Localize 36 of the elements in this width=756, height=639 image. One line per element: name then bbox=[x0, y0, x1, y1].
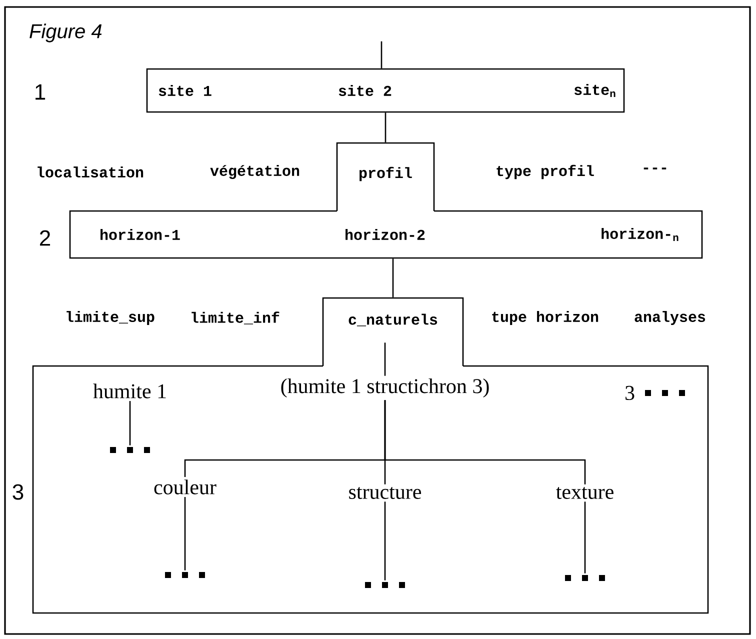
attribute-label: localisation bbox=[38, 166, 144, 178]
attribute-label: végétation bbox=[210, 164, 300, 180]
horizon-box: horizon-1 horizon-2 horizon-$_{n}$ bbox=[69, 210, 703, 259]
connector-line bbox=[129, 401, 131, 446]
connector-line bbox=[392, 258, 394, 298]
site-box: site 1 site 2 site$_{n}$ bbox=[146, 68, 625, 113]
connector-line bbox=[584, 502, 586, 574]
level-number: 1 bbox=[36, 84, 46, 100]
ellipsis-dots bbox=[565, 575, 605, 581]
level-box bbox=[32, 365, 709, 614]
node-label: (humite 1 structichron 3) bbox=[281, 378, 489, 398]
attribute-label: limite_sup bbox=[66, 311, 154, 325]
connector-line bbox=[380, 41, 382, 68]
connector-line bbox=[384, 502, 386, 580]
attribute-label: tupe horizon bbox=[492, 311, 598, 325]
tab-box: c_naturels bbox=[322, 297, 464, 366]
node-label: texture bbox=[556, 486, 614, 499]
level-number: 3 bbox=[12, 484, 24, 500]
tab-box: profil bbox=[336, 142, 435, 211]
ellipsis-dots bbox=[165, 572, 205, 578]
connector-line bbox=[184, 497, 186, 570]
attribute-label: --- bbox=[644, 168, 666, 170]
ellipsis-dots bbox=[110, 447, 150, 453]
attribute-label: type profil bbox=[496, 164, 594, 180]
node-label: structure bbox=[349, 486, 422, 499]
connector-line bbox=[384, 342, 386, 376]
level-number: 3 bbox=[626, 386, 634, 400]
ellipsis-dots bbox=[645, 390, 685, 396]
attribute-label: limite_inf bbox=[192, 312, 280, 324]
attribute-label: analyses bbox=[634, 311, 706, 325]
ellipsis-dots bbox=[365, 582, 405, 588]
node-label: humite 1 bbox=[93, 384, 166, 398]
node-label: couleur bbox=[154, 480, 216, 494]
figure-title: Figure 4 bbox=[30, 24, 102, 42]
connector-line bbox=[384, 112, 386, 142]
connector-line bbox=[384, 400, 586, 484]
